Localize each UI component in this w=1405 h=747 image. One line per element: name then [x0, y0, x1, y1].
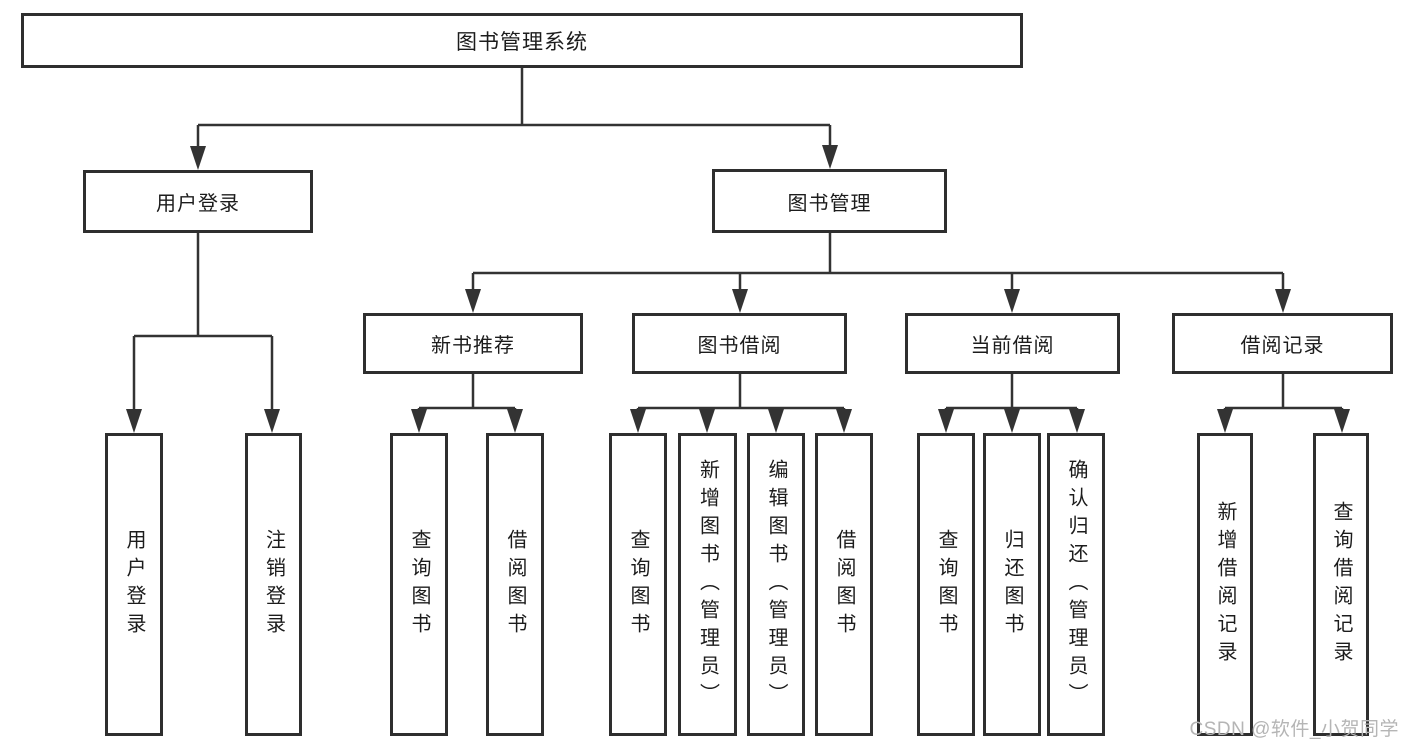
node-label: 新增借阅记录	[1214, 500, 1236, 669]
node-label: 查询图书	[935, 528, 957, 641]
node-label: 用户登录	[123, 528, 145, 641]
node-leaf-query-books-current: 查询图书	[917, 433, 975, 736]
csdn-watermark: CSDN @软件_小贺同学	[1189, 719, 1399, 740]
node-label: 当前借阅	[970, 335, 1055, 357]
node-label: 编辑图书（管理员）	[765, 458, 787, 711]
node-label: 图书管理	[787, 192, 872, 215]
node-current-borrowing: 当前借阅	[905, 313, 1120, 374]
node-label: 查询图书	[408, 528, 430, 641]
node-leaf-user-login: 用户登录	[105, 433, 163, 736]
node-leaf-add-books-admin: 新增图书（管理员）	[678, 433, 737, 736]
node-label: 注销登录	[262, 528, 285, 641]
node-leaf-add-borrow-record: 新增借阅记录	[1197, 433, 1253, 736]
node-new-book-recommendation: 新书推荐	[363, 313, 583, 374]
node-label: 图书借阅	[697, 335, 782, 357]
node-label: 新书推荐	[431, 335, 515, 357]
node-leaf-query-books-borrowing: 查询图书	[609, 433, 667, 736]
arrowheads	[126, 145, 1350, 433]
node-label: 新增图书（管理员）	[696, 458, 719, 711]
node-leaf-confirm-return-admin: 确认归还（管理员）	[1047, 433, 1105, 736]
node-label: 借阅图书	[504, 528, 526, 641]
node-label: 借阅图书	[833, 528, 855, 641]
node-label: 确认归还（管理员）	[1065, 458, 1087, 711]
node-book-management: 图书管理	[712, 169, 947, 233]
node-book-borrowing: 图书借阅	[632, 313, 847, 374]
node-label: 查询借阅记录	[1330, 500, 1352, 669]
node-label: 用户登录	[156, 193, 240, 215]
node-leaf-borrow-books: 借阅图书	[815, 433, 873, 736]
node-library-management-system: 图书管理系统	[21, 13, 1023, 68]
node-label: 图书管理系统	[456, 30, 588, 54]
node-leaf-return-books: 归还图书	[983, 433, 1041, 736]
node-leaf-edit-books-admin: 编辑图书（管理员）	[747, 433, 805, 736]
node-borrowing-records: 借阅记录	[1172, 313, 1393, 374]
node-label: 归还图书	[1001, 528, 1023, 641]
node-label: 查询图书	[627, 528, 649, 641]
node-leaf-borrow-books-recommend: 借阅图书	[486, 433, 544, 736]
node-leaf-query-books-recommend: 查询图书	[390, 433, 448, 736]
node-user-login-branch: 用户登录	[83, 170, 313, 233]
node-leaf-query-borrow-record: 查询借阅记录	[1313, 433, 1369, 736]
node-label: 借阅记录	[1240, 335, 1325, 357]
node-leaf-logout: 注销登录	[245, 433, 302, 736]
